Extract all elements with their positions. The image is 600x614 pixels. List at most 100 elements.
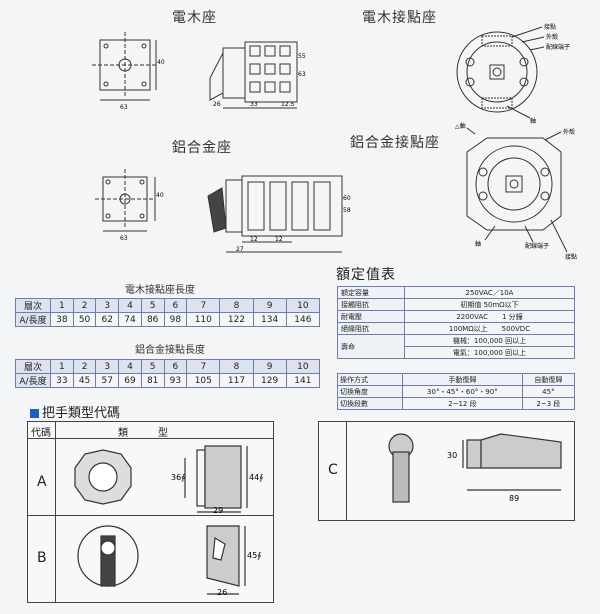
alloy-level: 4 <box>118 359 142 374</box>
alloy-length: 33 <box>50 373 74 388</box>
dim-63-side: 63 <box>298 71 306 78</box>
code-b: B <box>37 550 47 566</box>
handle-b-dim-45: 45∮ <box>247 551 261 560</box>
handle-c-dim-89: 89 <box>509 494 519 503</box>
wood-level: 8 <box>219 298 254 313</box>
spec-key: 額定容量 <box>337 286 405 299</box>
spec-key: 絕緣阻抗 <box>337 322 405 335</box>
handle-section-title: 把手類型代碼 <box>30 402 120 421</box>
dim-26: 26 <box>213 101 221 108</box>
op-header-manual: 手動復歸 <box>402 373 523 386</box>
type-header: 類 型 <box>118 428 168 439</box>
spec-value: 100MΩ以上 500VDC <box>404 322 575 335</box>
dim-33: 33 <box>250 101 258 108</box>
spec-life-electrical: 電氣：100,000 回以上 <box>404 346 575 359</box>
dim-12-b: 12 <box>275 236 283 243</box>
wood-level: 3 <box>95 298 120 313</box>
dim-63-alloy: 63 <box>120 235 128 242</box>
wood-level: 10 <box>285 298 321 313</box>
dim-55: 55 <box>298 53 306 60</box>
alloy-length: 69 <box>118 373 142 388</box>
handle-section-label: 把手類型代碼 <box>42 406 121 421</box>
alloy-label-contact: 接點 <box>565 253 577 261</box>
wood-level: 6 <box>163 298 188 313</box>
alloy-label-shell: 外殼 <box>563 128 575 136</box>
alloy-length: 141 <box>285 373 321 388</box>
dim-40-wood: 40 <box>157 59 165 66</box>
wood-base-front-drawing: 63 40 <box>92 32 165 111</box>
wood-length: 74 <box>118 312 142 327</box>
wood-level: 1 <box>50 298 74 313</box>
alloy-level: 10 <box>285 359 321 374</box>
alloy-level: 5 <box>140 359 165 374</box>
wood-level: 4 <box>118 298 142 313</box>
wood-level: 9 <box>252 298 287 313</box>
dim-12-a: 12 <box>250 236 258 243</box>
alloy-label-terminal: 配線端子 <box>525 242 549 250</box>
op-steps-auto: 2~3 段 <box>521 397 576 410</box>
alloy-level: 1 <box>50 359 74 374</box>
handle-a-dim-29: 29 <box>213 506 223 515</box>
alloy-base-front-drawing: 63 40 <box>95 169 164 242</box>
handle-b-drawing: 45∮ 26 <box>77 525 261 597</box>
wood-length-value-label: A/長度 <box>15 312 51 327</box>
title-wood-contact: 電木接點座 <box>362 10 437 26</box>
dim-63-wood: 63 <box>120 104 128 111</box>
spec-life-mechanical: 機械：100,000 回以上 <box>404 334 575 347</box>
op-header-auto: 自動復歸 <box>521 373 576 386</box>
wood-length: 110 <box>186 312 221 327</box>
label-shell: 外殼 <box>546 33 558 41</box>
wood-level: 7 <box>186 298 221 313</box>
op-steps-manual: 2~12 段 <box>402 397 523 410</box>
rated-title: 額定值表 <box>336 267 396 283</box>
op-angle-auto: 45° <box>521 385 576 398</box>
alloy-length-caption: 鋁合金接點長度 <box>135 345 205 356</box>
wood-length: 146 <box>285 312 321 327</box>
op-key-angle: 切換角度 <box>337 385 403 398</box>
wood-length: 38 <box>50 312 74 327</box>
alloy-length-level-label: 層次 <box>15 359 51 374</box>
alloy-level: 2 <box>72 359 97 374</box>
alloy-contact-drawing: △軸 外殼 軸 配線端子 接點 <box>455 122 577 261</box>
title-alloy-contact: 鋁合金接點座 <box>350 135 440 151</box>
wood-length-caption: 電木接點座長度 <box>125 285 195 296</box>
handle-b-dim-26: 26 <box>217 588 227 597</box>
wood-length-level-label: 層次 <box>15 298 51 313</box>
spec-value: 初期值 50mΩ以下 <box>404 298 575 311</box>
spec-value: 250VAC／10A <box>404 286 575 299</box>
operation-table: 操作方式 手動復歸 自動復歸 切換角度 30°・45°・60°・90° 45° … <box>337 373 576 410</box>
wood-level: 2 <box>72 298 97 313</box>
spec-key: 耐電壓 <box>337 310 405 323</box>
op-key-steps: 切換段數 <box>337 397 403 410</box>
alloy-length: 45 <box>72 373 97 388</box>
wood-contact-drawing: 接點 外殼 配線端子 軸 <box>456 23 570 125</box>
alloy-length: 93 <box>163 373 188 388</box>
code-header: 代碼 <box>31 428 51 439</box>
title-wood-base: 電木座 <box>172 10 217 26</box>
spec-key-life: 壽命 <box>337 334 405 359</box>
alloy-length-table: 層次 1 2 3 4 5 6 7 8 9 10 A/長度 33 45 57 69… <box>15 359 321 388</box>
wood-length-table: 層次 1 2 3 4 5 6 7 8 9 10 A/長度 38 50 62 74… <box>15 298 321 327</box>
wood-length: 62 <box>95 312 120 327</box>
handle-c-box: C 30 89 <box>318 421 575 521</box>
title-alloy-base: 鋁合金座 <box>172 140 232 156</box>
alloy-base-side-drawing: 12 12 27 60 58 <box>207 175 351 253</box>
handle-c-drawing: 30 89 <box>388 433 562 503</box>
alloy-length: 81 <box>140 373 165 388</box>
wood-length: 86 <box>140 312 165 327</box>
alloy-length: 105 <box>186 373 221 388</box>
label-shaft: 軸 <box>530 117 536 125</box>
wood-length: 134 <box>252 312 287 327</box>
alloy-length: 57 <box>95 373 120 388</box>
handle-a-dim-44: 44∮ <box>249 473 263 482</box>
dim-40-alloy: 40 <box>156 192 164 199</box>
spec-key: 接觸阻抗 <box>337 298 405 311</box>
handle-a-drawing: 36∮ 44∮ 29 <box>74 445 263 515</box>
dim-27: 27 <box>236 246 244 253</box>
alloy-label-shaft: 軸 <box>475 240 481 248</box>
alloy-level: 7 <box>186 359 221 374</box>
dim-12-5: 12.5 <box>281 101 295 108</box>
alloy-level: 9 <box>252 359 287 374</box>
alloy-level: 6 <box>163 359 188 374</box>
handle-c-dim-30: 30 <box>447 451 457 460</box>
